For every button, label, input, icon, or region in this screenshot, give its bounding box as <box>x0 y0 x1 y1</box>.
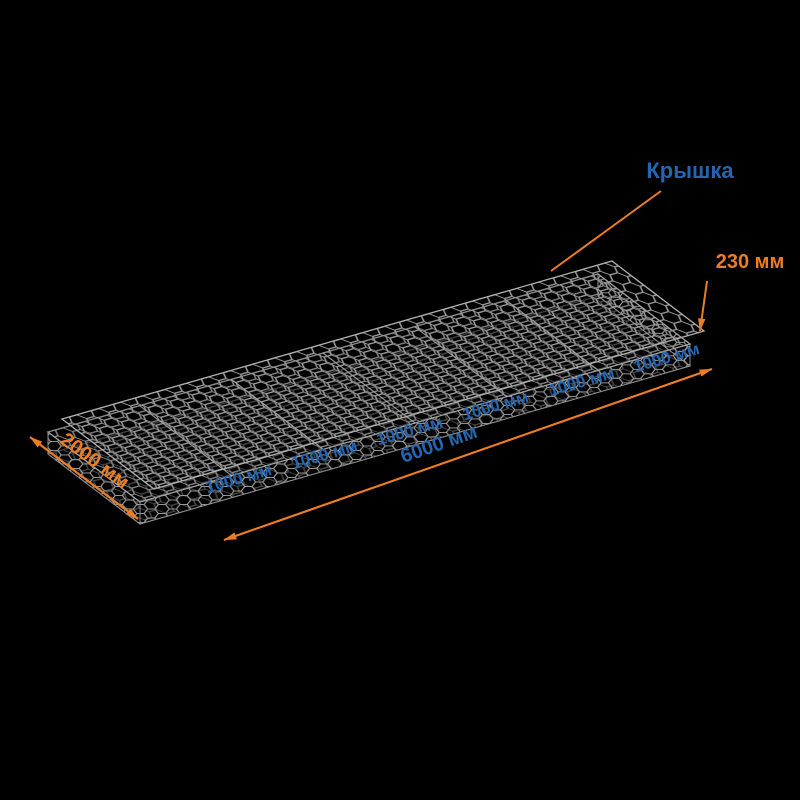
height-label: 230 мм <box>716 251 785 273</box>
lid-leader-line <box>550 190 662 272</box>
length-dimension-line <box>223 367 713 542</box>
lid-label: Крышка <box>646 158 734 183</box>
width-dimension-line <box>29 436 139 520</box>
height-dimension-line <box>698 280 708 332</box>
